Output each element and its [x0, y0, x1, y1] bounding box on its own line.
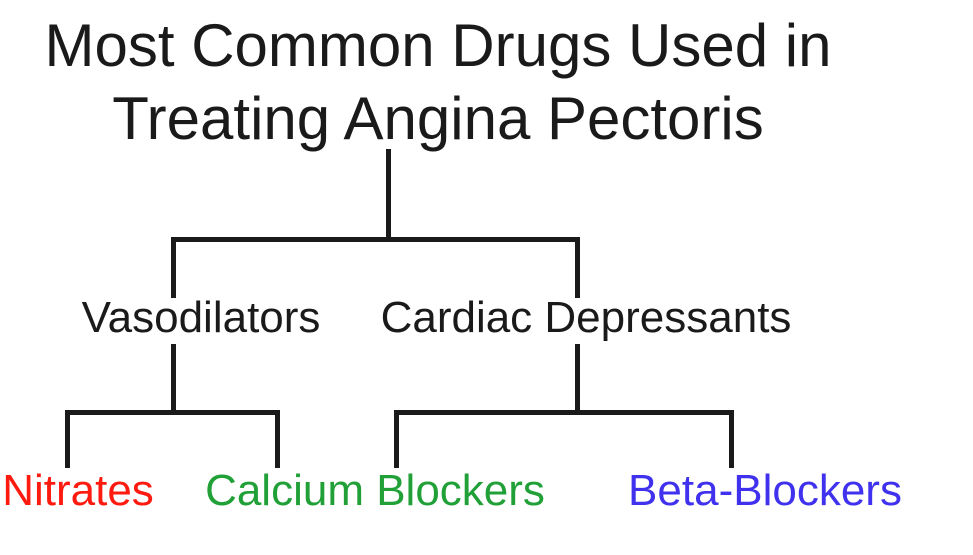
diagram-title: Most Common Drugs Used in Treating Angin…	[45, 9, 832, 155]
connector-cardiac-children-bracket	[394, 410, 734, 468]
diagram-title-line2: Treating Angina Pectoris	[112, 85, 764, 152]
connector-root-to-level1-bracket	[171, 237, 580, 298]
node-calcium-blockers: Calcium Blockers	[205, 466, 545, 515]
node-nitrates: Nitrates	[2, 466, 154, 515]
node-beta-blockers: Beta-Blockers	[628, 466, 902, 515]
node-vasodilators: Vasodilators	[81, 293, 321, 342]
diagram-title-line1: Most Common Drugs Used in	[44, 12, 832, 79]
connector-vasodilators-children-bracket	[65, 410, 280, 468]
node-cardiac-depressants: Cardiac Depressants	[380, 293, 792, 342]
